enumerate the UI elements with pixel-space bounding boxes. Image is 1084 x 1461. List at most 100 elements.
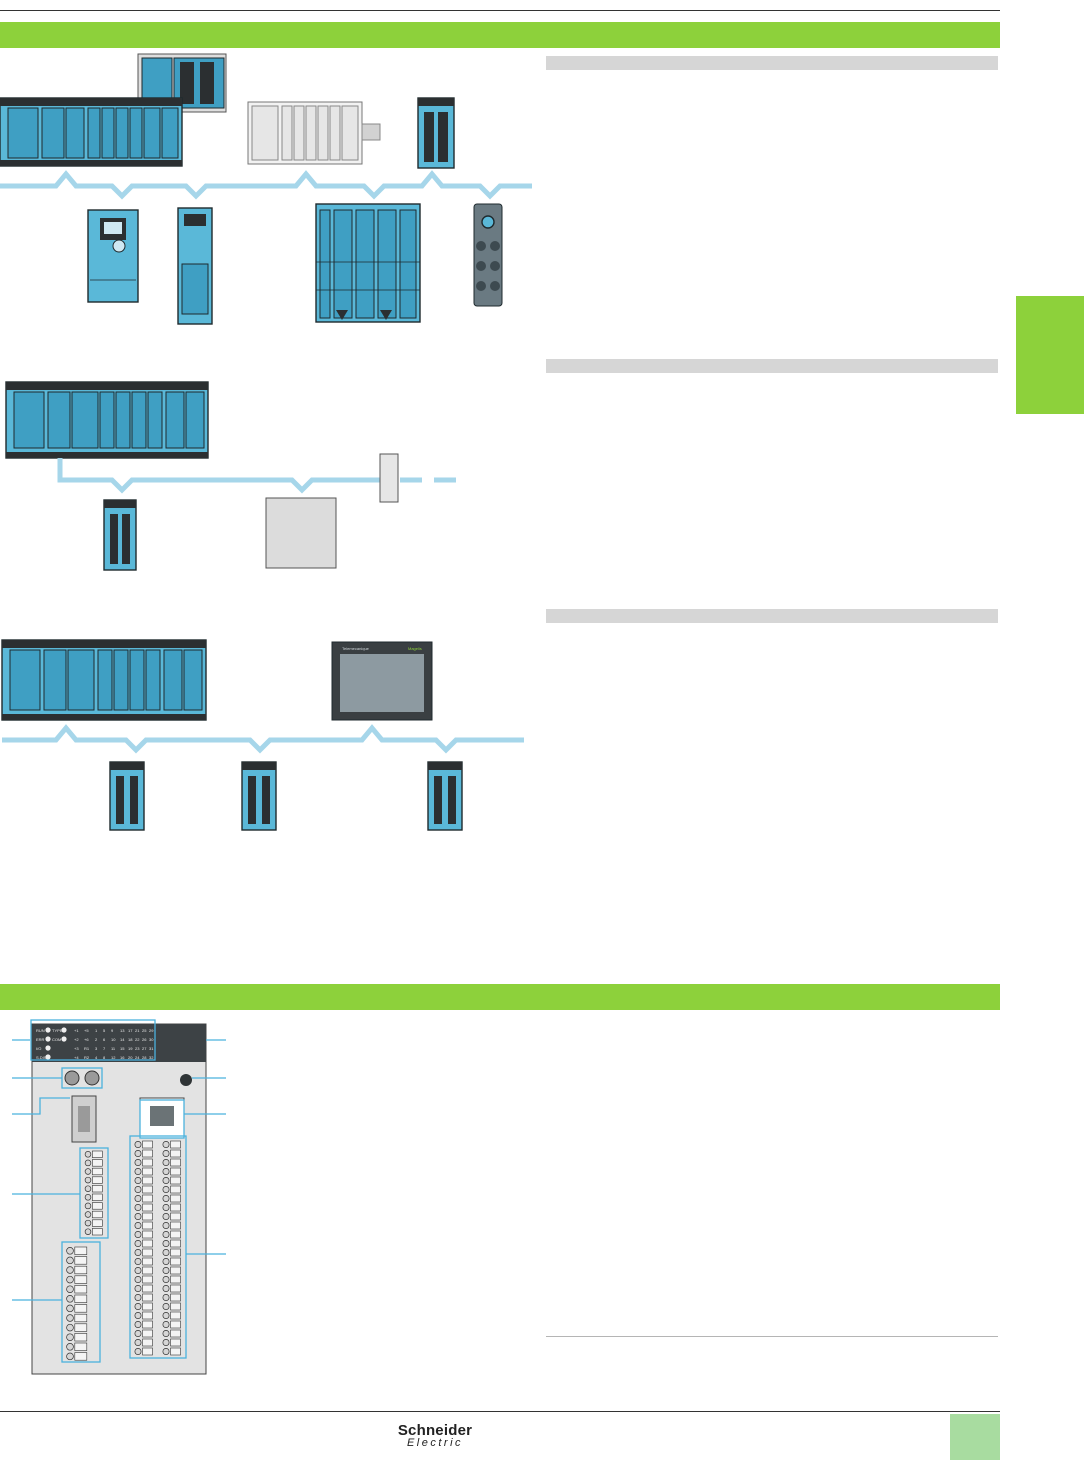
led-label: S.DIS [36,1055,47,1060]
led-indicator [45,1036,51,1042]
led-panel-highlight [30,1019,156,1061]
terminal-screw [162,1285,170,1292]
led-label: 9 [111,1028,114,1033]
terminal-slot [142,1167,153,1176]
terminal-block-inputs-left [66,1246,88,1361]
terminal-slot [170,1140,181,1149]
plc-rack-image-2 [5,381,209,459]
led-label: COM [52,1037,61,1042]
terminal-slot [142,1320,153,1329]
terminal-slot [74,1352,88,1361]
rj45-highlight [139,1099,185,1139]
led-label: +4 [74,1055,79,1060]
led-label: 4 [95,1055,98,1060]
hmi-brand-text: Telemecanique [342,646,370,651]
terminal-screw [162,1168,170,1175]
terminal-slot [170,1176,181,1185]
led-indicator [61,1036,67,1042]
terminal-slot [170,1338,181,1347]
terminal-slot [142,1275,153,1284]
terminal-slot [142,1293,153,1302]
terminal-slot [170,1257,181,1266]
terminal-screw [66,1333,74,1341]
io-module-image-a [417,97,455,169]
terminal-slot [170,1347,181,1356]
hmi-model-text: Magelis [408,646,422,651]
led-label: 6 [103,1037,106,1042]
terminal-screw [162,1222,170,1229]
led-label: +2 [74,1037,79,1042]
terminal-screw [162,1141,170,1148]
terminal-screw [134,1213,142,1220]
led-label: 27 [142,1046,147,1051]
terminal-screw [162,1339,170,1346]
led-label: 10 [111,1037,116,1042]
terminal-screw [84,1176,92,1184]
io-module-image-b [103,499,137,571]
terminal-slot [170,1284,181,1293]
terminal-screw [134,1294,142,1301]
led-label: 8 [103,1055,106,1060]
terminal-slot [142,1338,153,1347]
terminal-screw [162,1276,170,1283]
led-label: 3 [95,1046,98,1051]
terminal-slot [142,1140,153,1149]
terminal-screw [134,1249,142,1256]
terminal-screw [134,1231,142,1238]
brand-logo: Schneider Electric [380,1422,490,1449]
led-label: 5 [103,1028,106,1033]
led-label: 25 [142,1028,147,1033]
terminal-screw [66,1285,74,1293]
terminal-slot [170,1203,181,1212]
terminal-slot [170,1167,181,1176]
terminal-screw [134,1312,142,1319]
led-label: RUN [36,1028,45,1033]
terminal-screw [84,1202,92,1210]
terminal-slot [92,1202,103,1210]
rotary-switch-1 [64,1070,80,1086]
terminal-slot [74,1333,88,1342]
terminal-screw [84,1211,92,1218]
terminal-screw [66,1295,74,1303]
led-label: 11 [111,1046,116,1051]
terminal-screw [66,1323,74,1332]
terminal-screw [162,1195,170,1202]
led-label: 2 [95,1037,98,1042]
led-label: 7 [103,1046,106,1051]
terminal-screw [66,1314,74,1322]
terminal-slot [142,1266,153,1275]
terminal-screw [134,1195,142,1202]
led-label: R1 [84,1046,90,1051]
terminal-slot [142,1185,153,1194]
terminal-screw [66,1256,74,1265]
subsection-bar-2 [546,359,998,373]
led-label: 18 [128,1037,133,1042]
terminal-slot [74,1342,88,1351]
text-divider [546,1336,998,1337]
terminal-slot [142,1248,153,1257]
terminal-screw [66,1247,74,1255]
terminal-screw [162,1294,170,1301]
terminal-screw [162,1312,170,1319]
led-label: 13 [120,1028,125,1033]
terminal-slot [142,1302,153,1311]
led-indicator [45,1054,51,1060]
led-label: +6 [84,1037,89,1042]
terminal-slot [170,1275,181,1284]
motor-starter-rack-image [315,203,421,323]
network-cable-2 [57,458,396,494]
terminal-screw [162,1204,170,1211]
top-rule [0,10,1000,11]
led-label: 28 [142,1055,147,1060]
led-label: 31 [149,1046,154,1051]
terminal-slot [170,1221,181,1230]
led-label: 30 [149,1037,154,1042]
motor-starter-image [177,207,213,325]
terminal-slot [170,1149,181,1158]
terminal-slot [142,1203,153,1212]
terminal-screw [134,1321,142,1328]
terminal-slot [142,1149,153,1158]
terminal-slot [74,1294,88,1303]
